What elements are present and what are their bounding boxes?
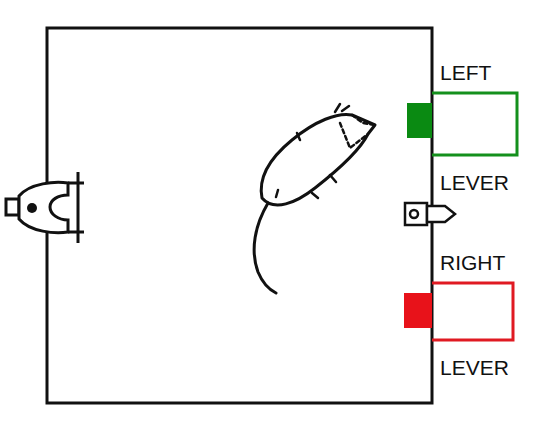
right-lever-paddle	[404, 293, 432, 328]
food-dispenser	[6, 172, 84, 243]
lever-side-label: LEFT	[440, 62, 491, 83]
chamber-wall	[47, 28, 432, 403]
lever-label: LEVER	[440, 172, 509, 193]
lever-label: LEVER	[440, 357, 509, 378]
left-lever-housing	[432, 93, 517, 155]
rat-figure	[254, 104, 375, 293]
right-lever-housing	[432, 283, 513, 340]
lever-side-label: RIGHT	[440, 252, 505, 273]
cue-light	[405, 203, 455, 225]
left-lever-paddle	[407, 103, 432, 138]
